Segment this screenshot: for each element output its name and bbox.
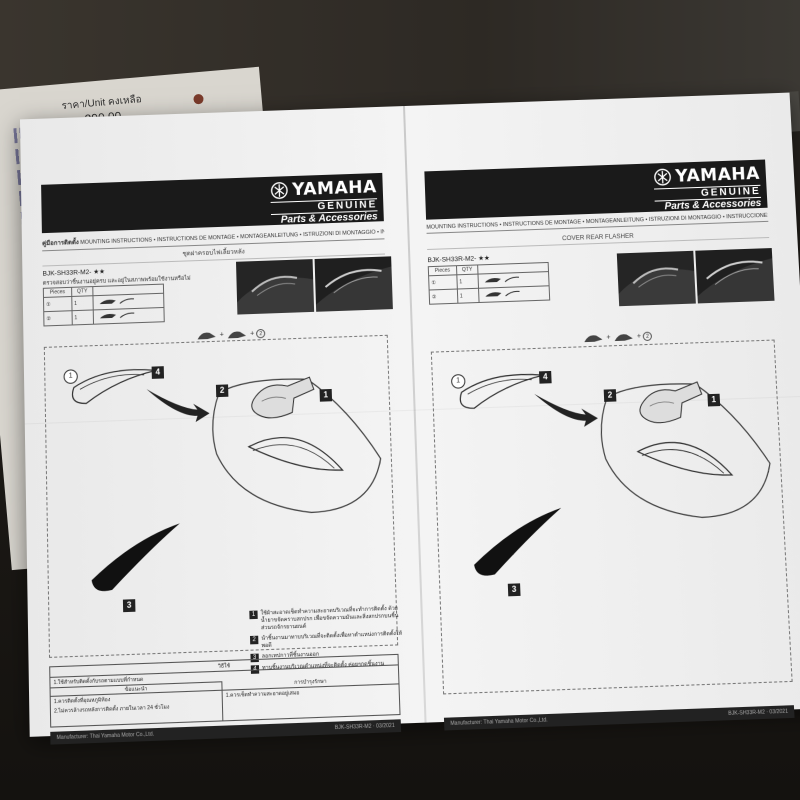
brand-bar: YAMAHA GENUINE Parts & Accessories: [424, 159, 768, 220]
step-tag-2: 2: [603, 389, 617, 402]
step-tag-3: 3: [122, 599, 136, 613]
yamaha-logo: YAMAHA GENUINE Parts & Accessories: [653, 164, 762, 213]
part-number: BJK-SH33R-M2- ★★: [427, 254, 490, 265]
left-page: YAMAHA GENUINE Parts & Accessories คู่มื…: [41, 163, 411, 745]
tuning-fork-icon: [653, 168, 672, 187]
part-diagram-icon: [485, 288, 522, 299]
product-photo-1: [236, 259, 315, 315]
part-diagram-icon: [484, 274, 522, 285]
kit-indicator: + + 2: [195, 327, 266, 342]
instruction-sheet: YAMAHA GENUINE Parts & Accessories คู่มื…: [19, 92, 800, 745]
step-tag-2: 2: [215, 384, 229, 398]
tuning-fork-icon: [270, 181, 289, 200]
kit-part-icon: [227, 331, 247, 339]
mounting-diagram: 1 4 2 1 3: [430, 339, 793, 695]
part-number: BJK-SH33R-M2- ★★: [42, 268, 106, 278]
step-tag-4: 4: [151, 366, 165, 379]
part-diagram-icon: [99, 296, 137, 307]
brand-bar: YAMAHA GENUINE Parts & Accessories: [41, 172, 384, 234]
step-tag-3: 3: [507, 583, 521, 597]
product-photo-2: [695, 248, 775, 304]
kit-indicator: + + 2: [582, 330, 653, 345]
kit-part-icon: [614, 333, 633, 342]
product-photo-1: [616, 250, 696, 307]
receipt-stain: [193, 93, 204, 105]
diagram-drawing: [432, 341, 792, 577]
step-tag-1: 1: [707, 393, 721, 407]
step-tag-4: 4: [538, 370, 552, 384]
product-photo-2: [314, 256, 393, 312]
usage-table: วิธีใช้ 1.ใช้สำหรับติดตั้งกับรถตามแบบที่…: [49, 653, 401, 728]
kit-part-icon: [584, 334, 603, 343]
diagram-drawing: [45, 336, 397, 592]
right-page: YAMAHA GENUINE Parts & Accessories MOUNT…: [424, 149, 800, 731]
step-tag-1: 1: [319, 388, 333, 402]
kit-part-icon: [197, 332, 216, 340]
part-diagram-icon: [99, 310, 137, 321]
yamaha-logo: YAMAHA GENUINE Parts & Accessories: [270, 177, 378, 226]
mounting-diagram: 1 4 2 1 3: [43, 334, 399, 658]
